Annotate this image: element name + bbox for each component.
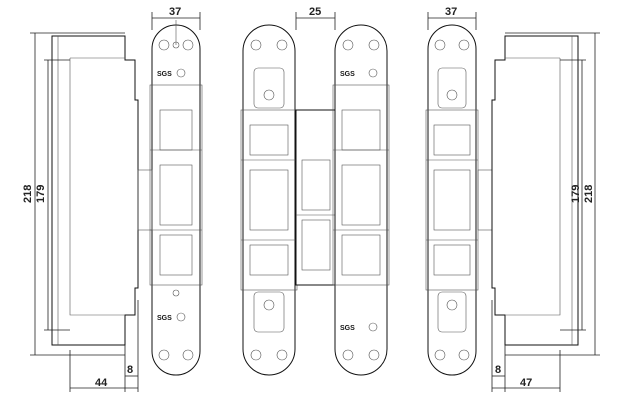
dim-bottom-left-depth: 44 [95,377,108,389]
dim-right-inner-height: 179 [570,185,582,203]
hinge-side-left: SGS SGS [137,20,203,376]
dim-bottom-left-offset: 8 [127,364,133,376]
right-profile-view [491,35,579,346]
dim-bottom-right-offset: 8 [495,364,501,376]
left-profile-view [51,35,139,346]
hinge-front-right: SGS SGS [332,24,390,376]
dim-top-center-gap: 25 [309,6,321,18]
dim-left-outer-height: 218 [22,185,34,203]
dim-right-outer-height: 218 [583,185,595,203]
top-dimension-lines: 37 25 37 [151,6,477,30]
brand-mark-bottom: SGS [157,315,172,322]
dim-top-left-width: 37 [169,6,181,18]
dim-top-right-width: 37 [445,6,457,18]
left-dimension-lines: 218 179 44 8 [22,32,139,392]
right-dimension-lines: 179 218 8 47 [491,32,600,392]
hinge-side-right [425,24,493,376]
brand-mark: SGS [340,71,355,78]
hinge-front-left [240,24,298,376]
dim-left-inner-height: 179 [35,185,47,203]
brand-mark-bottom: SGS [340,325,355,332]
hinge-center-joint [295,109,337,286]
dim-bottom-right-depth: 47 [520,377,532,389]
brand-mark: SGS [157,71,172,78]
